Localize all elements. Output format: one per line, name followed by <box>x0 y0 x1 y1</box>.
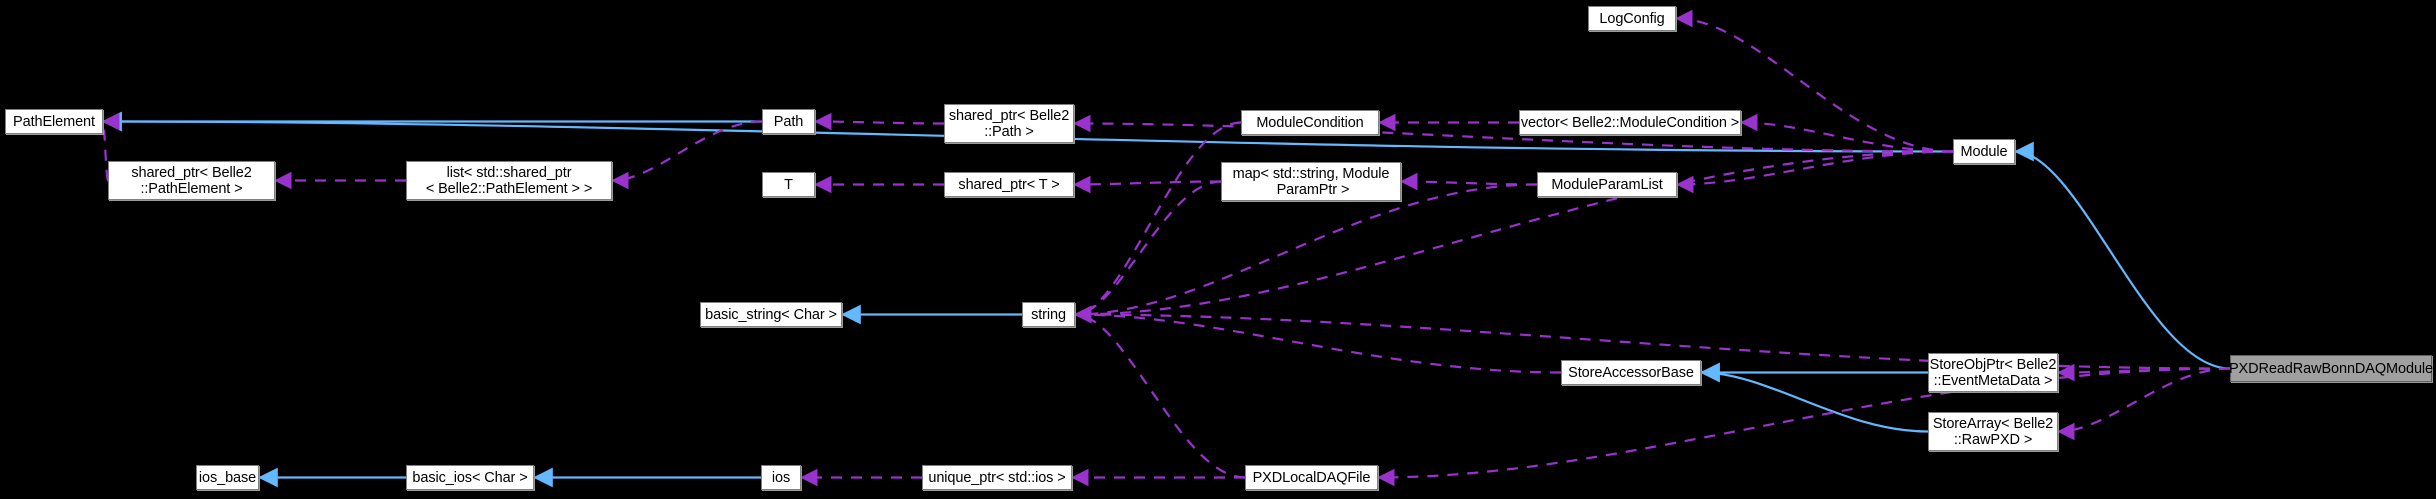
edge-string-to-pxdlocaldaqfile <box>1074 305 1246 479</box>
edge-sharedptr_t-to-map_string_moduleparam <box>1073 175 1222 194</box>
edge-vector_modulecondition-to-module <box>1740 113 1954 153</box>
edge-list_sharedptr_pe-to-path <box>611 120 763 190</box>
class-node-unique_ptr_ios[interactable]: unique_ptr< std::ios > <box>922 465 1072 490</box>
class-node-label: PXDLocalDAQFile <box>1252 469 1371 486</box>
class-node-basic_string_char[interactable]: basic_string< Char > <box>700 302 842 327</box>
edge-storeaccessorbase-to-storearray_rawpxd <box>1700 362 1929 433</box>
class-node-label: Path <box>773 113 804 130</box>
edge-pxdlocaldaqfile-to-pxdreadrawbonndaq <box>1377 367 2231 487</box>
class-node-moduleparamlist[interactable]: ModuleParamList <box>1537 172 1677 197</box>
class-node-pxdlocaldaqfile[interactable]: PXDLocalDAQFile <box>1245 465 1378 490</box>
class-node-path[interactable]: Path <box>762 109 815 134</box>
class-node-sharedptr_path[interactable]: shared_ptr< Belle2 ::Path > <box>944 104 1074 143</box>
class-node-map_string_moduleparam[interactable]: map< std::string, Module ParamPtr > <box>1221 162 1401 201</box>
class-node-label: map< std::string, Module ParamPtr > <box>1232 165 1390 198</box>
class-node-list_sharedptr_pe[interactable]: list< std::shared_ptr < Belle2::PathElem… <box>406 161 612 200</box>
class-node-storeaccessorbase[interactable]: StoreAccessorBase <box>1561 360 1701 385</box>
class-node-label: string <box>1031 306 1066 323</box>
class-node-label: basic_ios< Char > <box>412 469 528 486</box>
class-node-label: StoreObjPtr< Belle2 ::EventMetaData > <box>1929 356 2057 389</box>
class-node-label: LogConfig <box>1599 10 1665 27</box>
class-node-label: basic_string< Char > <box>705 306 837 323</box>
edge-storeobjptr_eventmeta-to-pxdreadrawbonndaq <box>2057 363 2231 382</box>
class-node-string[interactable]: string <box>1022 302 1075 327</box>
class-node-label: list< std::shared_ptr < Belle2::PathElem… <box>425 164 593 197</box>
class-node-label: vector< Belle2::ModuleCondition > <box>1520 114 1740 131</box>
class-node-ios[interactable]: ios <box>761 465 801 490</box>
class-node-label: PathElement <box>13 113 95 130</box>
class-node-logconfig[interactable]: LogConfig <box>1588 6 1676 31</box>
edge-string-to-moduleparamlist <box>1074 183 1538 324</box>
class-node-label: StoreArray< Belle2 ::RawPXD > <box>1932 415 2054 448</box>
class-node-label: StoreAccessorBase <box>1568 364 1694 381</box>
edge-string-to-module <box>1074 150 1954 324</box>
class-node-vector_modulecondition[interactable]: vector< Belle2::ModuleCondition > <box>1519 110 1741 135</box>
edge-storearray_rawpxd-to-pxdreadrawbonndaq <box>2057 367 2231 441</box>
class-node-pathelement[interactable]: PathElement <box>5 109 103 134</box>
edge-module-to-pxdreadrawbonndaq <box>2014 141 2231 370</box>
class-node-label: ModuleCondition <box>1256 114 1364 131</box>
class-node-label: unique_ptr< std::ios > <box>928 469 1066 486</box>
edge-string-to-map_string_moduleparam <box>1074 180 1222 324</box>
edge-map_string_moduleparam-to-moduleparamlist <box>1400 172 1538 191</box>
class-node-sharedptr_pathelement[interactable]: shared_ptr< Belle2 ::PathElement > <box>108 161 275 200</box>
class-node-pxdreadrawbonndaq[interactable]: PXDReadRawBonnDAQModule <box>2229 355 2433 382</box>
class-node-storearray_rawpxd[interactable]: StoreArray< Belle2 ::RawPXD > <box>1928 412 2058 451</box>
edge-sharedptr_path-to-module <box>1073 114 1954 153</box>
class-node-label: PXDReadRawBonnDAQModule <box>2228 360 2434 377</box>
edge-path-to-sharedptr_path <box>814 112 945 131</box>
class-node-label: Module <box>1960 143 2008 160</box>
class-node-ios_base[interactable]: ios_base <box>196 465 259 490</box>
class-node-label: shared_ptr< Belle2 ::PathElement > <box>131 164 252 197</box>
class-node-label: ios <box>771 469 791 486</box>
class-node-label: shared_ptr< T > <box>958 176 1060 193</box>
edge-string-to-storeaccessorbase <box>1074 305 1562 374</box>
class-node-sharedptr_t[interactable]: shared_ptr< T > <box>944 172 1074 197</box>
class-node-basic_ios_char[interactable]: basic_ios< Char > <box>406 465 534 490</box>
class-node-label: T <box>784 176 793 193</box>
class-node-label: shared_ptr< Belle2 ::Path > <box>948 107 1070 140</box>
class-node-storeobjptr_eventmeta[interactable]: StoreObjPtr< Belle2 ::EventMetaData > <box>1928 353 2058 392</box>
class-node-t[interactable]: T <box>762 172 815 197</box>
class-node-module[interactable]: Module <box>1953 139 2015 164</box>
class-node-label: ModuleParamList <box>1551 176 1663 193</box>
class-node-modulecondition[interactable]: ModuleCondition <box>1241 110 1379 135</box>
edge-string-to-modulecondition <box>1074 121 1242 324</box>
edge-moduleparamlist-to-module <box>1676 150 1954 194</box>
class-node-label: ios_base <box>198 469 257 486</box>
